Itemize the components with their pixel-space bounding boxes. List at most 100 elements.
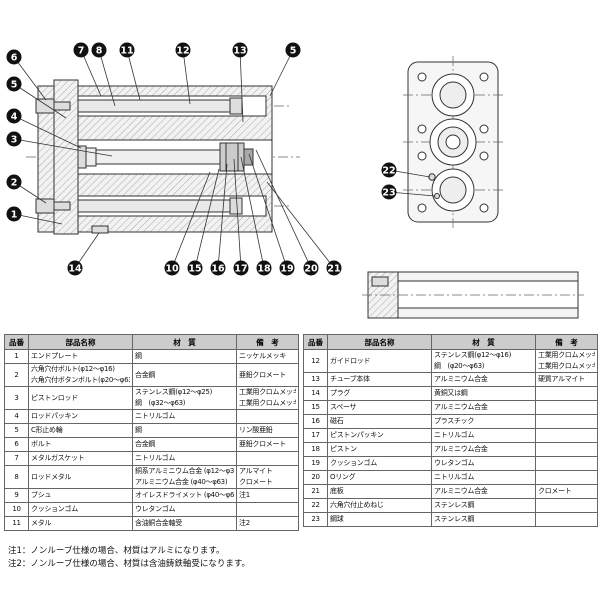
leader-line-19: [248, 153, 288, 269]
part-remark: リン酸亜鉛: [236, 423, 299, 438]
part-material: アルミニウム合金: [431, 442, 536, 457]
part-remark: [236, 409, 299, 424]
callout-balloon-14: [67, 260, 83, 276]
leader-line-20: [255, 149, 312, 269]
callout-balloon-5: [6, 76, 22, 92]
part-remark: クロメート: [535, 484, 598, 499]
footnotes: 注1：ノンルーブ仕様の場合、材質はアルミになります。 注2：ノンルーブ仕様の場合…: [8, 545, 250, 571]
part-material: 鋼: [132, 423, 237, 438]
callout-balloon-21: [326, 260, 342, 276]
part-remark: [535, 442, 598, 457]
callout-number: 20: [304, 263, 318, 274]
callout-balloon-16: [210, 260, 226, 276]
callout-number: 10: [165, 263, 179, 274]
part-remark: 工業用クロムメッキ工業用クロムメッキ: [535, 349, 598, 373]
part-material: アルミニウム合金: [431, 372, 536, 387]
part-material: ステンレス鋼(φ12～φ16)鋼 (φ20～φ63): [431, 349, 536, 373]
callout-number: 17: [234, 263, 247, 274]
column-header-1: 部品名称: [327, 334, 432, 350]
part-material: オイレスドライメット (φ40～φ63): [132, 488, 237, 503]
part-number: 2: [4, 363, 29, 387]
callout-number: 4: [11, 111, 18, 122]
part-remark: 亜鉛クロメート: [236, 437, 299, 452]
part-remark: ニッケルメッキ: [236, 349, 299, 364]
part-material: 合金鋼: [132, 437, 237, 452]
part-remark: 亜鉛クロメート: [236, 363, 299, 387]
leader-line-21: [266, 181, 335, 269]
part-number: 21: [303, 484, 328, 499]
part-material: ニトリルゴム: [431, 428, 536, 443]
callout-balloon-7: [73, 42, 89, 58]
side-view-bore: [397, 280, 579, 309]
callout-balloon-19: [279, 260, 295, 276]
part-material: ステンレス鋼: [431, 512, 536, 527]
callout-number: 18: [257, 263, 271, 274]
callout-balloon-2: [6, 174, 22, 190]
part-number: 20: [303, 470, 328, 485]
part-number: 23: [303, 512, 328, 527]
part-remark: 工業用クロムメッキ工業用クロムメッキ: [236, 386, 299, 410]
part-number: 17: [303, 428, 328, 443]
callout-number: 8: [96, 45, 103, 56]
callout-number: 3: [11, 134, 18, 145]
part-material: 合金鋼: [132, 363, 237, 387]
part-name: 底板: [327, 484, 432, 499]
callout-balloon-11: [119, 42, 135, 58]
part-material: 鋼: [132, 349, 237, 364]
callout-number: 19: [280, 263, 293, 274]
callout-balloon-20: [303, 260, 319, 276]
callout-number: 22: [382, 165, 395, 176]
part-number: 7: [4, 451, 29, 466]
callout-number: 15: [188, 263, 201, 274]
part-number: 4: [4, 409, 29, 424]
part-material: ニトリルゴム: [132, 451, 237, 466]
mount-hole: [479, 72, 489, 82]
cushion-rubber: [243, 148, 254, 166]
part-name: ロッドメタル: [28, 465, 133, 489]
callout-number: 12: [176, 45, 189, 56]
part-name: 鋼球: [327, 512, 432, 527]
part-number: 10: [4, 502, 29, 517]
callout-number: 5: [290, 45, 297, 56]
part-number: 16: [303, 414, 328, 429]
mount-hole: [479, 124, 489, 134]
column-header-3: 備 考: [535, 334, 598, 350]
part-name: スペーサ: [327, 400, 432, 415]
callout-number: 6: [11, 52, 18, 63]
mount-hole: [417, 203, 427, 213]
mount-hole: [417, 72, 427, 82]
callout-balloon-15: [187, 260, 203, 276]
part-number: 18: [303, 442, 328, 457]
side-view: [362, 271, 584, 319]
column-header-2: 材 質: [431, 334, 536, 350]
part-name: Oリング: [327, 470, 432, 485]
guide-rod-top: [75, 99, 231, 113]
end-view: [403, 56, 503, 228]
rod-metal: [85, 147, 97, 167]
leader-line-10: [171, 171, 211, 269]
part-material: ウレタンゴム: [132, 502, 237, 517]
guide-rod-bottom-end: [229, 197, 243, 215]
plug: [91, 225, 109, 234]
callout-number: 11: [120, 45, 133, 56]
part-material: ウレタンゴム: [431, 456, 536, 471]
leader-line-1: [13, 213, 63, 225]
leader-line-8: [98, 49, 116, 107]
part-remark: [535, 400, 598, 415]
part-name: チューブ本体: [327, 372, 432, 387]
part-number: 8: [4, 465, 29, 489]
leader-line-5: [13, 83, 67, 119]
